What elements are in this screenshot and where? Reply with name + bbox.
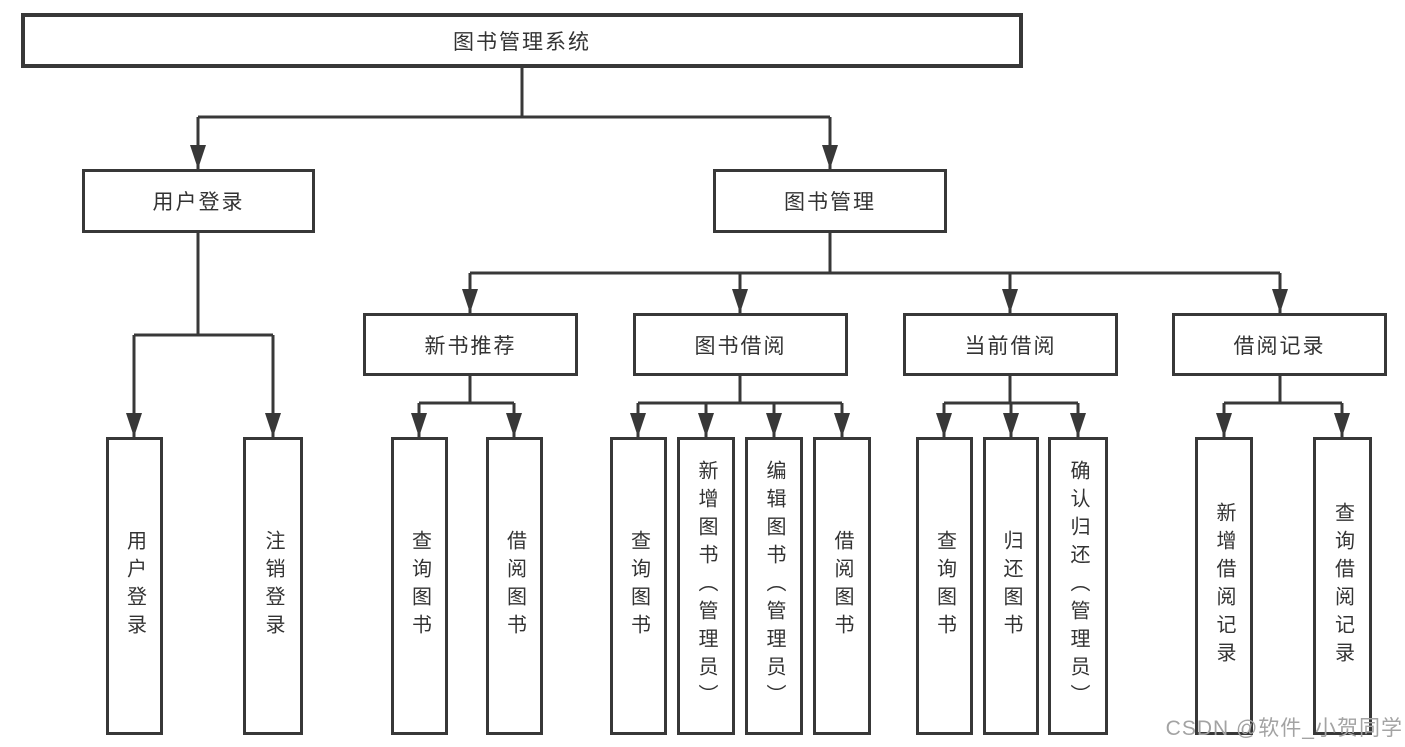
leaf-borrow-books-borrowing: 借阅图书 <box>813 437 871 735</box>
leaf-query-books-recommend: 查询图书 <box>391 437 448 735</box>
leaf-return-book: 归还图书 <box>983 437 1039 735</box>
leaf-add-borrow-record: 新增借阅记录 <box>1195 437 1253 735</box>
leaf-query-books-borrowing: 查询图书 <box>610 437 667 735</box>
node-borrowing-records: 借阅记录 <box>1172 313 1387 376</box>
node-user-login: 用户登录 <box>82 169 315 233</box>
csdn-watermark: CSDN @软件_小贺同学 <box>1165 717 1403 740</box>
node-book-borrowing: 图书借阅 <box>633 313 848 376</box>
node-book-management: 图书管理 <box>713 169 947 233</box>
leaf-add-book-admin: 新增图书（管理员） <box>677 437 735 735</box>
leaf-confirm-return-admin: 确认归还（管理员） <box>1048 437 1108 735</box>
node-current-borrowing: 当前借阅 <box>903 313 1118 376</box>
leaf-query-borrow-record: 查询借阅记录 <box>1313 437 1372 735</box>
node-new-book-recommend: 新书推荐 <box>363 313 578 376</box>
leaf-query-books-current: 查询图书 <box>916 437 973 735</box>
leaf-user-login: 用户登录 <box>106 437 163 735</box>
node-root-system: 图书管理系统 <box>21 13 1023 68</box>
leaf-logout: 注销登录 <box>243 437 303 735</box>
leaf-edit-book-admin: 编辑图书（管理员） <box>745 437 803 735</box>
leaf-borrow-books-recommend: 借阅图书 <box>486 437 543 735</box>
